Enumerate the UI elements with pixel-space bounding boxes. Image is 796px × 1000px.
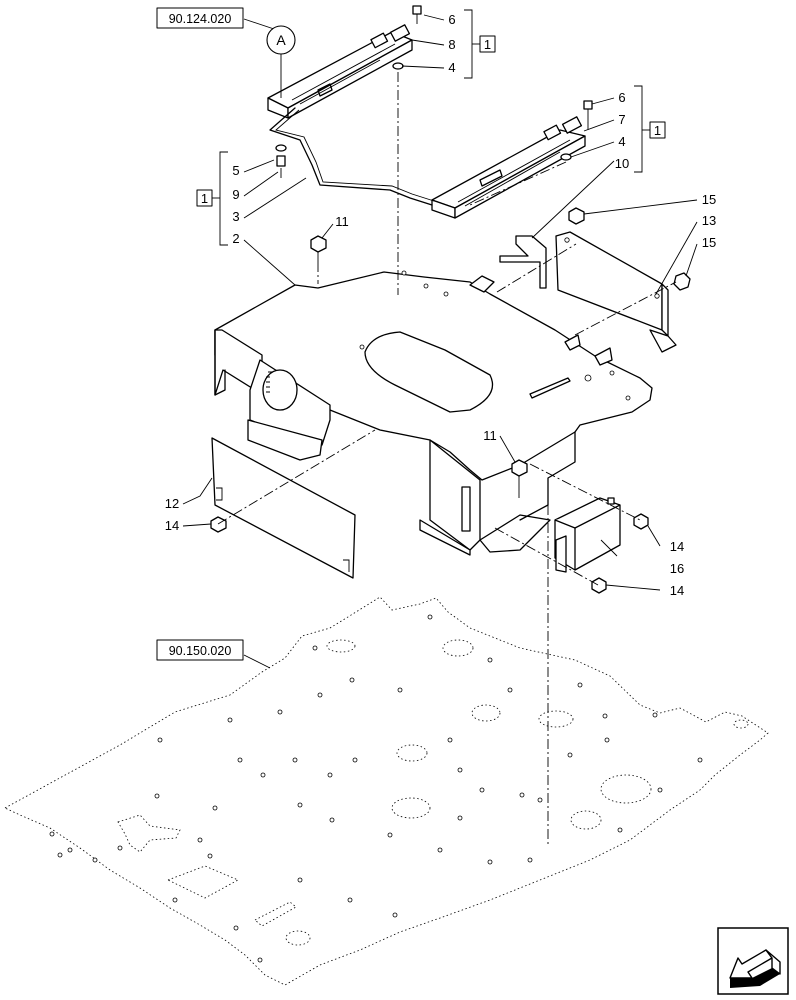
svg-text:11: 11 bbox=[335, 214, 349, 229]
ref-label-top[interactable]: 90.124.020 bbox=[156, 7, 244, 29]
screw-14-bottom bbox=[591, 577, 607, 594]
svg-text:3: 3 bbox=[232, 209, 239, 224]
svg-text:16: 16 bbox=[670, 561, 684, 576]
bolt-11-lower bbox=[511, 459, 528, 488]
floor-holes bbox=[49, 614, 703, 963]
screw-14-left bbox=[210, 516, 227, 533]
seat-rail-right bbox=[431, 116, 586, 219]
svg-text:1: 1 bbox=[654, 123, 661, 138]
assembly-lines bbox=[217, 72, 677, 845]
module-16 bbox=[554, 497, 621, 573]
screw-6-top bbox=[412, 5, 422, 24]
connecting-rod bbox=[269, 107, 433, 206]
leader-lines bbox=[182, 14, 698, 669]
seat-bracket bbox=[214, 270, 653, 556]
bolt-11-top bbox=[310, 235, 327, 262]
svg-text:7: 7 bbox=[618, 112, 625, 127]
svg-text:2: 2 bbox=[232, 231, 239, 246]
screw-6-right bbox=[583, 100, 593, 120]
svg-text:1: 1 bbox=[201, 191, 208, 206]
svg-text:14: 14 bbox=[165, 518, 179, 533]
svg-text:8: 8 bbox=[448, 37, 455, 52]
svg-text:13: 13 bbox=[702, 213, 716, 228]
svg-text:15: 15 bbox=[702, 235, 716, 250]
washer-4-top bbox=[392, 62, 404, 70]
svg-text:14: 14 bbox=[670, 583, 684, 598]
bolt-15-top bbox=[568, 207, 585, 225]
svg-text:6: 6 bbox=[618, 90, 625, 105]
floor-plate bbox=[4, 596, 769, 986]
connecting-rod-inner bbox=[275, 109, 435, 202]
svg-text:90.150.020: 90.150.020 bbox=[169, 644, 232, 658]
screw-14-right bbox=[633, 513, 649, 530]
group-brackets bbox=[212, 9, 650, 246]
svg-text:5: 5 bbox=[232, 163, 239, 178]
svg-text:14: 14 bbox=[670, 539, 684, 554]
callout-numbers: 6 8 4 6 7 4 10 5 9 3 2 11 15 13 15 11 12… bbox=[165, 12, 716, 598]
ref-label-floor[interactable]: 90.150.020 bbox=[156, 639, 244, 661]
svg-text:90.124.020: 90.124.020 bbox=[169, 12, 232, 26]
screw-5-9 bbox=[275, 144, 287, 167]
svg-text:9: 9 bbox=[232, 187, 239, 202]
view-direction-arrow-icon[interactable] bbox=[717, 927, 789, 995]
detail-circle-a: A bbox=[266, 25, 296, 55]
group-box-top: 1 bbox=[479, 35, 496, 53]
washer-4-right bbox=[560, 153, 572, 161]
side-plate-13 bbox=[555, 231, 677, 353]
svg-text:15: 15 bbox=[702, 192, 716, 207]
cover-plate-12 bbox=[211, 437, 356, 579]
svg-text:1: 1 bbox=[484, 37, 491, 52]
svg-text:10: 10 bbox=[615, 156, 629, 171]
svg-text:4: 4 bbox=[448, 60, 455, 75]
svg-text:6: 6 bbox=[448, 12, 455, 27]
svg-text:4: 4 bbox=[618, 134, 625, 149]
bracket-10 bbox=[499, 235, 547, 289]
svg-text:A: A bbox=[276, 32, 286, 48]
group-box-right: 1 bbox=[649, 121, 666, 139]
group-box-left: 1 bbox=[196, 189, 213, 207]
svg-text:11: 11 bbox=[483, 428, 497, 443]
svg-text:12: 12 bbox=[165, 496, 179, 511]
bolt-15-side bbox=[673, 272, 691, 291]
